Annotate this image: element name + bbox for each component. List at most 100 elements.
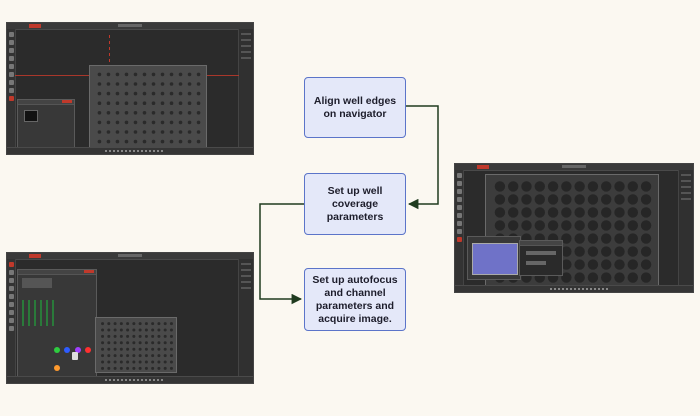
well (97, 82, 102, 86)
well (107, 366, 111, 370)
well (574, 259, 585, 270)
well (101, 366, 105, 370)
well (587, 194, 599, 205)
well (547, 181, 559, 192)
well (132, 322, 136, 326)
well (547, 220, 559, 231)
well (97, 111, 102, 115)
well (169, 130, 174, 134)
well (107, 341, 111, 345)
app-title-bar (7, 23, 253, 30)
well (169, 334, 173, 338)
well (115, 91, 120, 96)
well (601, 259, 612, 270)
well (601, 194, 612, 205)
well (151, 139, 156, 144)
well (126, 360, 130, 364)
well (640, 207, 652, 218)
well (160, 82, 165, 86)
well (133, 82, 138, 86)
well (160, 72, 165, 77)
well (119, 328, 123, 332)
screenshot-well-coverage (454, 163, 694, 293)
well (151, 334, 155, 338)
well (160, 101, 165, 105)
well-plate (95, 317, 177, 373)
well (133, 120, 138, 125)
well (163, 328, 167, 332)
well-grid (97, 72, 201, 144)
well (115, 72, 120, 77)
well (124, 130, 129, 134)
well (119, 341, 123, 345)
well (640, 233, 652, 244)
well (534, 181, 545, 192)
well (101, 354, 105, 358)
well (132, 328, 136, 332)
navigator-preview (24, 110, 38, 122)
parameter-field (526, 261, 546, 265)
well (107, 334, 111, 338)
well (115, 120, 120, 125)
well (587, 246, 599, 257)
swatch-purple (74, 347, 81, 353)
well (601, 207, 612, 218)
well (163, 360, 167, 364)
well (113, 366, 117, 370)
well (124, 82, 129, 86)
well (196, 101, 201, 105)
well (561, 233, 572, 244)
well (107, 322, 111, 326)
well (157, 322, 161, 326)
well (132, 360, 136, 364)
well (115, 82, 120, 86)
well (106, 120, 111, 125)
well (178, 101, 183, 105)
well (144, 328, 148, 332)
well (151, 354, 155, 358)
well (508, 207, 519, 218)
well (574, 246, 585, 257)
well (521, 194, 532, 205)
well (178, 139, 183, 144)
well (640, 194, 652, 205)
well (157, 328, 161, 332)
well (169, 91, 174, 96)
well (113, 334, 117, 338)
well (178, 91, 183, 96)
right-panel-strip (238, 259, 253, 377)
well (196, 120, 201, 125)
well (119, 366, 123, 370)
well (196, 139, 201, 144)
well (157, 341, 161, 345)
well (138, 322, 142, 326)
well (601, 246, 612, 257)
channel-sliders (22, 300, 56, 326)
well (144, 347, 148, 351)
well (627, 220, 638, 231)
well (107, 328, 111, 332)
well (97, 101, 102, 105)
well (521, 220, 532, 231)
well (107, 360, 111, 364)
well (157, 347, 161, 351)
well (614, 259, 625, 270)
well (494, 207, 506, 218)
well (169, 354, 173, 358)
well (124, 72, 129, 77)
well (169, 111, 174, 115)
well (151, 322, 155, 326)
well (113, 354, 117, 358)
step-autofocus-acquire: Set up autofocus and channel parameters … (304, 268, 406, 331)
well (151, 366, 155, 370)
well (640, 272, 652, 283)
well (587, 181, 599, 192)
well (97, 130, 102, 134)
well (534, 220, 545, 231)
well (561, 220, 572, 231)
app-title-bar (455, 164, 693, 171)
well (113, 360, 117, 364)
well (614, 233, 625, 244)
tool-strip (7, 29, 16, 148)
well (113, 341, 117, 345)
